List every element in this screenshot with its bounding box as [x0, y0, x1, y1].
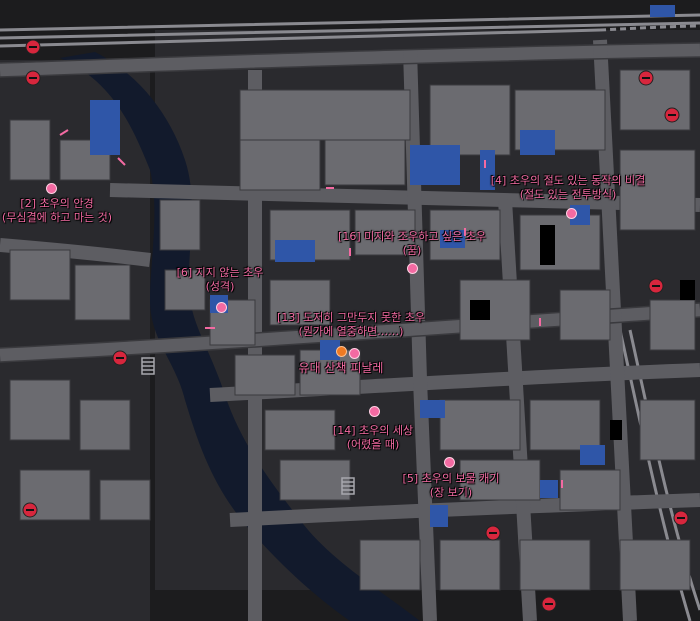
- marker-pin5[interactable]: [443, 456, 455, 468]
- label-pin14-line1: [14] 초우의 세상: [332, 424, 414, 437]
- bridges: [141, 357, 355, 495]
- label-pin13-line2: (뭔가에 열중하면……): [298, 325, 404, 338]
- label-pin13-line1: [13] 도저히 그만두지 못한 초우: [277, 311, 425, 324]
- marker-pin4[interactable]: [565, 207, 577, 219]
- label-pin16: [16] 미지와 조우하고 싶은 초우 (꿈): [338, 230, 486, 258]
- label-pin5: [5] 초우의 보물 캐기 (장 보기): [403, 472, 500, 500]
- river: [60, 52, 420, 621]
- marker-pin16[interactable]: [406, 262, 418, 274]
- marker-pin2[interactable]: [45, 182, 57, 194]
- buildings-blue: [90, 5, 675, 527]
- label-pin5-line2: (장 보기): [429, 486, 473, 499]
- label-pin13: [13] 도저히 그만두지 못한 초우 (뭔가에 열중하면……): [277, 311, 425, 339]
- label-pin14: [14] 초우의 세상 (어렸을 때): [333, 424, 413, 452]
- label-pin16-line2: (꿈): [402, 244, 422, 257]
- marker-pin6[interactable]: [215, 301, 227, 313]
- label-pin16-line1: [16] 미지와 조우하고 싶은 초우: [338, 230, 486, 243]
- entrance-marks: [59, 129, 563, 488]
- label-pin6-line1: [6] 지지 않는 초우: [176, 266, 264, 279]
- buildings: [9, 69, 696, 591]
- marker-walk[interactable]: [335, 345, 347, 357]
- marker-pin13[interactable]: [348, 347, 360, 359]
- label-pin4: [4] 초우의 절도 있는 동작의 비결 (절도 있는 전투방식): [491, 174, 646, 202]
- buildings-dark: [470, 225, 695, 440]
- label-pin4-line1: [4] 초우의 절도 있는 동작의 비결: [490, 174, 646, 187]
- label-walk-line1: 유대 산책 피날레: [298, 361, 384, 375]
- label-pin2: [2] 초우의 안경 (무심결에 하고 마는 것): [2, 197, 112, 225]
- label-pin2-line1: [2] 초우의 안경: [20, 197, 94, 210]
- label-pin5-line1: [5] 초우의 보물 캐기: [402, 472, 500, 485]
- label-pin6-line2: (성격): [205, 280, 235, 293]
- subway-signs: [22, 39, 689, 612]
- label-pin6: [6] 지지 않는 초우 (성격): [177, 266, 264, 294]
- label-pin4-line2: (절도 있는 전투방식): [519, 188, 617, 201]
- label-walk: 유대 산책 피날레: [299, 361, 384, 375]
- label-pin14-line2: (어렸을 때): [346, 438, 400, 451]
- marker-pin14[interactable]: [368, 405, 380, 417]
- label-pin2-line2: (무심결에 하고 마는 것): [1, 211, 113, 224]
